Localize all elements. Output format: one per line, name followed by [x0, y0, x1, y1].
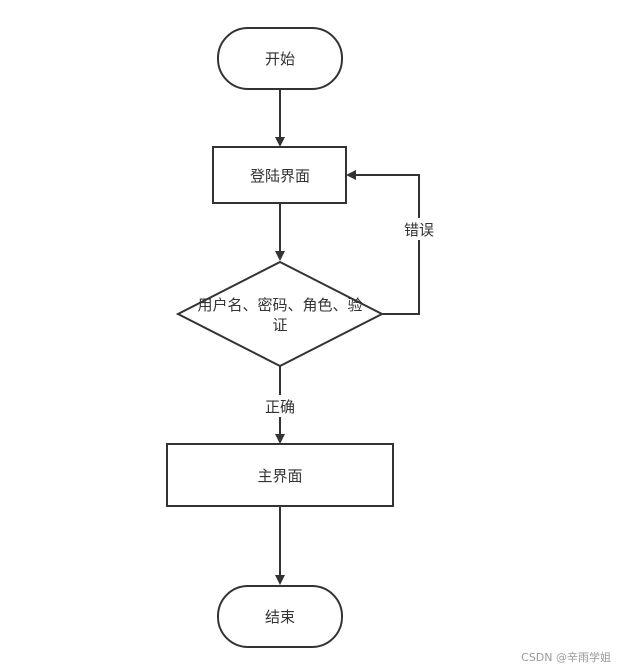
- main-shape: [166, 443, 394, 507]
- login-node: 登陆界面: [212, 146, 347, 204]
- end-label: 结束: [265, 608, 295, 626]
- login-label: 登陆界面: [250, 167, 310, 185]
- edge-verify-to-login-error: [346, 170, 420, 315]
- correct-label-bg: [261, 395, 299, 417]
- login-shape: [212, 146, 347, 204]
- verify-label-line2: 证: [272, 316, 287, 334]
- verify-label-line1: 用户名、密码、角色、验: [197, 296, 362, 314]
- watermark: CSDN @辛雨学姐: [521, 651, 611, 664]
- end-node: 结束: [217, 585, 343, 648]
- start-label: 开始: [265, 50, 295, 68]
- error-label-bg: [400, 218, 438, 240]
- verify-shape: [175, 260, 385, 368]
- verify-node: 用户名、密码、角色、验 证: [175, 260, 385, 368]
- error-label: 错误: [404, 221, 434, 239]
- main-label: 主界面: [257, 467, 302, 485]
- end-shape: [217, 585, 343, 648]
- main-node: 主界面: [166, 443, 394, 507]
- start-node: 开始: [217, 27, 343, 90]
- correct-label: 正确: [265, 398, 295, 416]
